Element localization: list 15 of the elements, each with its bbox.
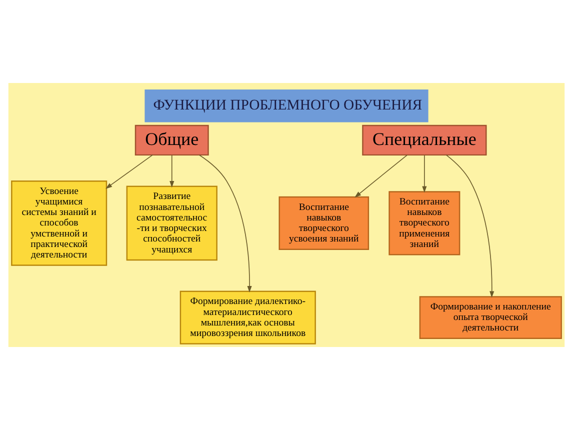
arrow [354, 154, 408, 198]
arrow [106, 154, 153, 189]
node-box: Специальные [362, 124, 487, 156]
node-box: Развитие познавательной самостоятельнос -ти и творческих способностей учащихся [126, 186, 218, 261]
node-box: Усвоение учащимися системы знаний и способов умственной и практической деятельности [11, 180, 108, 266]
arrow [422, 154, 427, 193]
diagram-title: ФУНКЦИИ ПРОБЛЕМНОГО ОБУЧЕНИЯ [153, 97, 422, 114]
arrow [198, 154, 252, 293]
node-box: Воспитание навыков творческого применения знаний [388, 191, 460, 256]
arrow [446, 154, 494, 298]
node-box: Воспитание навыков творческого усвоения знаний [278, 196, 370, 250]
node-box: Формирование диалектико-материалистического мышления,как основы мировоззрения школьников [180, 290, 316, 344]
arrow [170, 154, 174, 188]
node-box: Общие [134, 124, 209, 156]
node-box: Формирование и накопление опыта творческой деятельности [419, 296, 562, 340]
